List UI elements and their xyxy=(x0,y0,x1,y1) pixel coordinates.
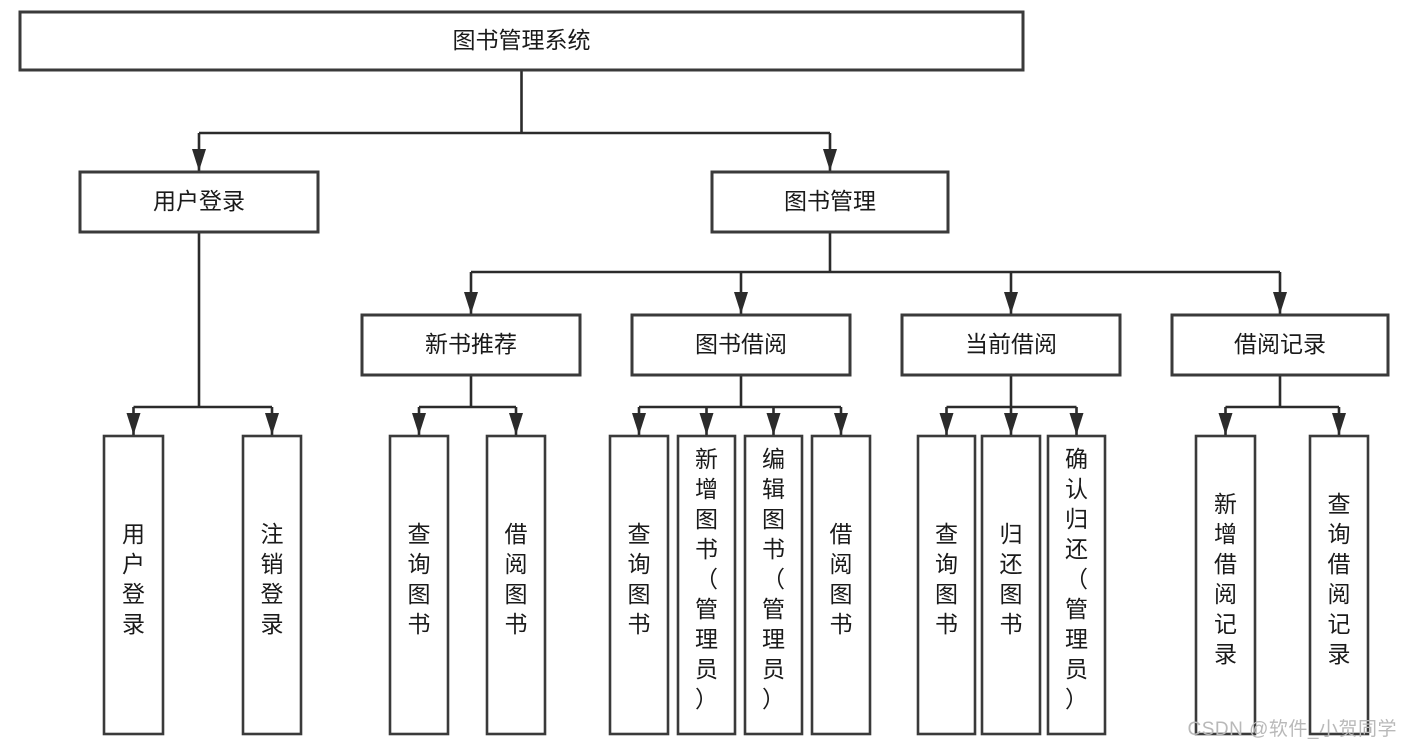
node-user-login-box xyxy=(78,170,320,234)
arrow-head-icon xyxy=(834,413,848,435)
node-leaf-add-book[interactable]: 新增图书（管理员） xyxy=(676,434,737,736)
node-leaf-confirm-return-label: 确认归还（管理员） xyxy=(1065,446,1088,712)
arrow-head-icon xyxy=(1273,292,1287,314)
node-leaf-logout-label: 注销登录 xyxy=(261,521,284,637)
arrow-head-icon xyxy=(1332,413,1346,435)
node-borrow-records-label: 借阅记录 xyxy=(1234,331,1326,357)
node-leaf-user-login-label: 用户登录 xyxy=(122,521,145,637)
node-current-borrow-box xyxy=(900,313,1122,377)
arrow-head-icon xyxy=(766,413,781,435)
node-leaf-borrow-book-label: 借阅图书 xyxy=(830,521,853,637)
node-leaf-query-book-cur-box xyxy=(916,434,977,736)
node-leaf-borrow-book-box xyxy=(810,434,872,736)
node-book-borrow-label: 图书借阅 xyxy=(695,331,787,357)
node-root-root[interactable]: 图书管理系统 xyxy=(18,10,1025,72)
arrow-head-icon xyxy=(939,413,954,435)
node-leaf-confirm-return[interactable]: 确认归还（管理员） xyxy=(1046,434,1107,736)
node-leaf-borrow-book-rec-label: 借阅图书 xyxy=(505,521,528,637)
node-leaf-user-login-box xyxy=(102,434,165,736)
node-user-login[interactable]: 用户登录 xyxy=(78,170,320,234)
node-leaf-query-book-cur-label: 查询图书 xyxy=(935,521,958,637)
node-new-book-recommend-box xyxy=(360,313,582,377)
node-leaf-logout-box xyxy=(241,434,303,736)
node-leaf-user-login[interactable]: 用户登录 xyxy=(102,434,165,736)
node-leaf-logout[interactable]: 注销登录 xyxy=(241,434,303,736)
arrow-head-icon xyxy=(1218,413,1233,435)
node-leaf-query-book[interactable]: 查询图书 xyxy=(608,434,670,736)
arrow-head-icon xyxy=(1069,413,1084,435)
arrow-head-icon xyxy=(509,413,523,435)
arrow-head-icon xyxy=(464,292,478,314)
arrow-head-icon xyxy=(192,149,206,171)
node-leaf-query-record-box xyxy=(1308,434,1370,736)
node-current-borrow[interactable]: 当前借阅 xyxy=(900,313,1122,377)
node-leaf-query-book-label: 查询图书 xyxy=(628,521,651,637)
node-borrow-records[interactable]: 借阅记录 xyxy=(1170,313,1390,377)
connector-lines-layer xyxy=(126,70,1346,435)
node-book-manage-label: 图书管理 xyxy=(784,188,876,214)
arrow-head-icon xyxy=(126,413,141,435)
node-root-root-box xyxy=(18,10,1025,72)
arrow-head-icon xyxy=(412,413,426,435)
node-leaf-query-record-label: 查询借阅记录 xyxy=(1328,491,1351,667)
node-leaf-return-book-label: 归还图书 xyxy=(1000,521,1023,637)
node-user-login-label: 用户登录 xyxy=(153,188,245,214)
arrow-head-icon xyxy=(1004,413,1018,435)
node-book-borrow[interactable]: 图书借阅 xyxy=(630,313,852,377)
arrow-head-icon xyxy=(823,149,837,171)
node-borrow-records-box xyxy=(1170,313,1390,377)
node-leaf-edit-book[interactable]: 编辑图书（管理员） xyxy=(743,434,804,736)
arrow-head-icon xyxy=(265,413,279,435)
node-leaf-borrow-book-rec-box xyxy=(485,434,547,736)
node-leaf-add-record-box xyxy=(1194,434,1257,736)
node-book-borrow-box xyxy=(630,313,852,377)
arrow-head-icon xyxy=(632,413,646,435)
node-leaf-edit-book-box xyxy=(743,434,804,736)
arrow-head-icon xyxy=(1004,292,1018,314)
node-leaf-query-book-rec-label: 查询图书 xyxy=(408,521,431,637)
node-root-root-label: 图书管理系统 xyxy=(453,27,591,53)
node-leaf-query-record[interactable]: 查询借阅记录 xyxy=(1308,434,1370,736)
node-leaf-return-book-box xyxy=(980,434,1042,736)
node-leaf-query-book-cur[interactable]: 查询图书 xyxy=(916,434,977,736)
node-book-manage-box xyxy=(710,170,950,234)
node-leaf-borrow-book-rec[interactable]: 借阅图书 xyxy=(485,434,547,736)
node-leaf-query-book-rec-box xyxy=(388,434,450,736)
node-leaf-query-book-rec[interactable]: 查询图书 xyxy=(388,434,450,736)
node-leaf-add-book-label: 新增图书（管理员） xyxy=(695,446,718,712)
csdn-watermark: CSDN @软件_小贺同学 xyxy=(1187,719,1397,740)
node-new-book-recommend[interactable]: 新书推荐 xyxy=(360,313,582,377)
node-leaf-query-book-box xyxy=(608,434,670,736)
node-current-borrow-label: 当前借阅 xyxy=(965,331,1057,357)
node-leaf-return-book[interactable]: 归还图书 xyxy=(980,434,1042,736)
nodes-layer: 图书管理系统用户登录图书管理新书推荐图书借阅当前借阅借阅记录用户登录注销登录查询… xyxy=(18,10,1390,736)
node-leaf-borrow-book[interactable]: 借阅图书 xyxy=(810,434,872,736)
node-leaf-confirm-return-box xyxy=(1046,434,1107,736)
node-leaf-add-record[interactable]: 新增借阅记录 xyxy=(1194,434,1257,736)
node-leaf-edit-book-label: 编辑图书（管理员） xyxy=(762,446,785,712)
arrow-head-icon xyxy=(734,292,748,314)
arrow-head-icon xyxy=(699,413,714,435)
node-new-book-recommend-label: 新书推荐 xyxy=(425,331,517,357)
node-book-manage[interactable]: 图书管理 xyxy=(710,170,950,234)
node-leaf-add-record-label: 新增借阅记录 xyxy=(1214,491,1237,667)
node-leaf-add-book-box xyxy=(676,434,737,736)
